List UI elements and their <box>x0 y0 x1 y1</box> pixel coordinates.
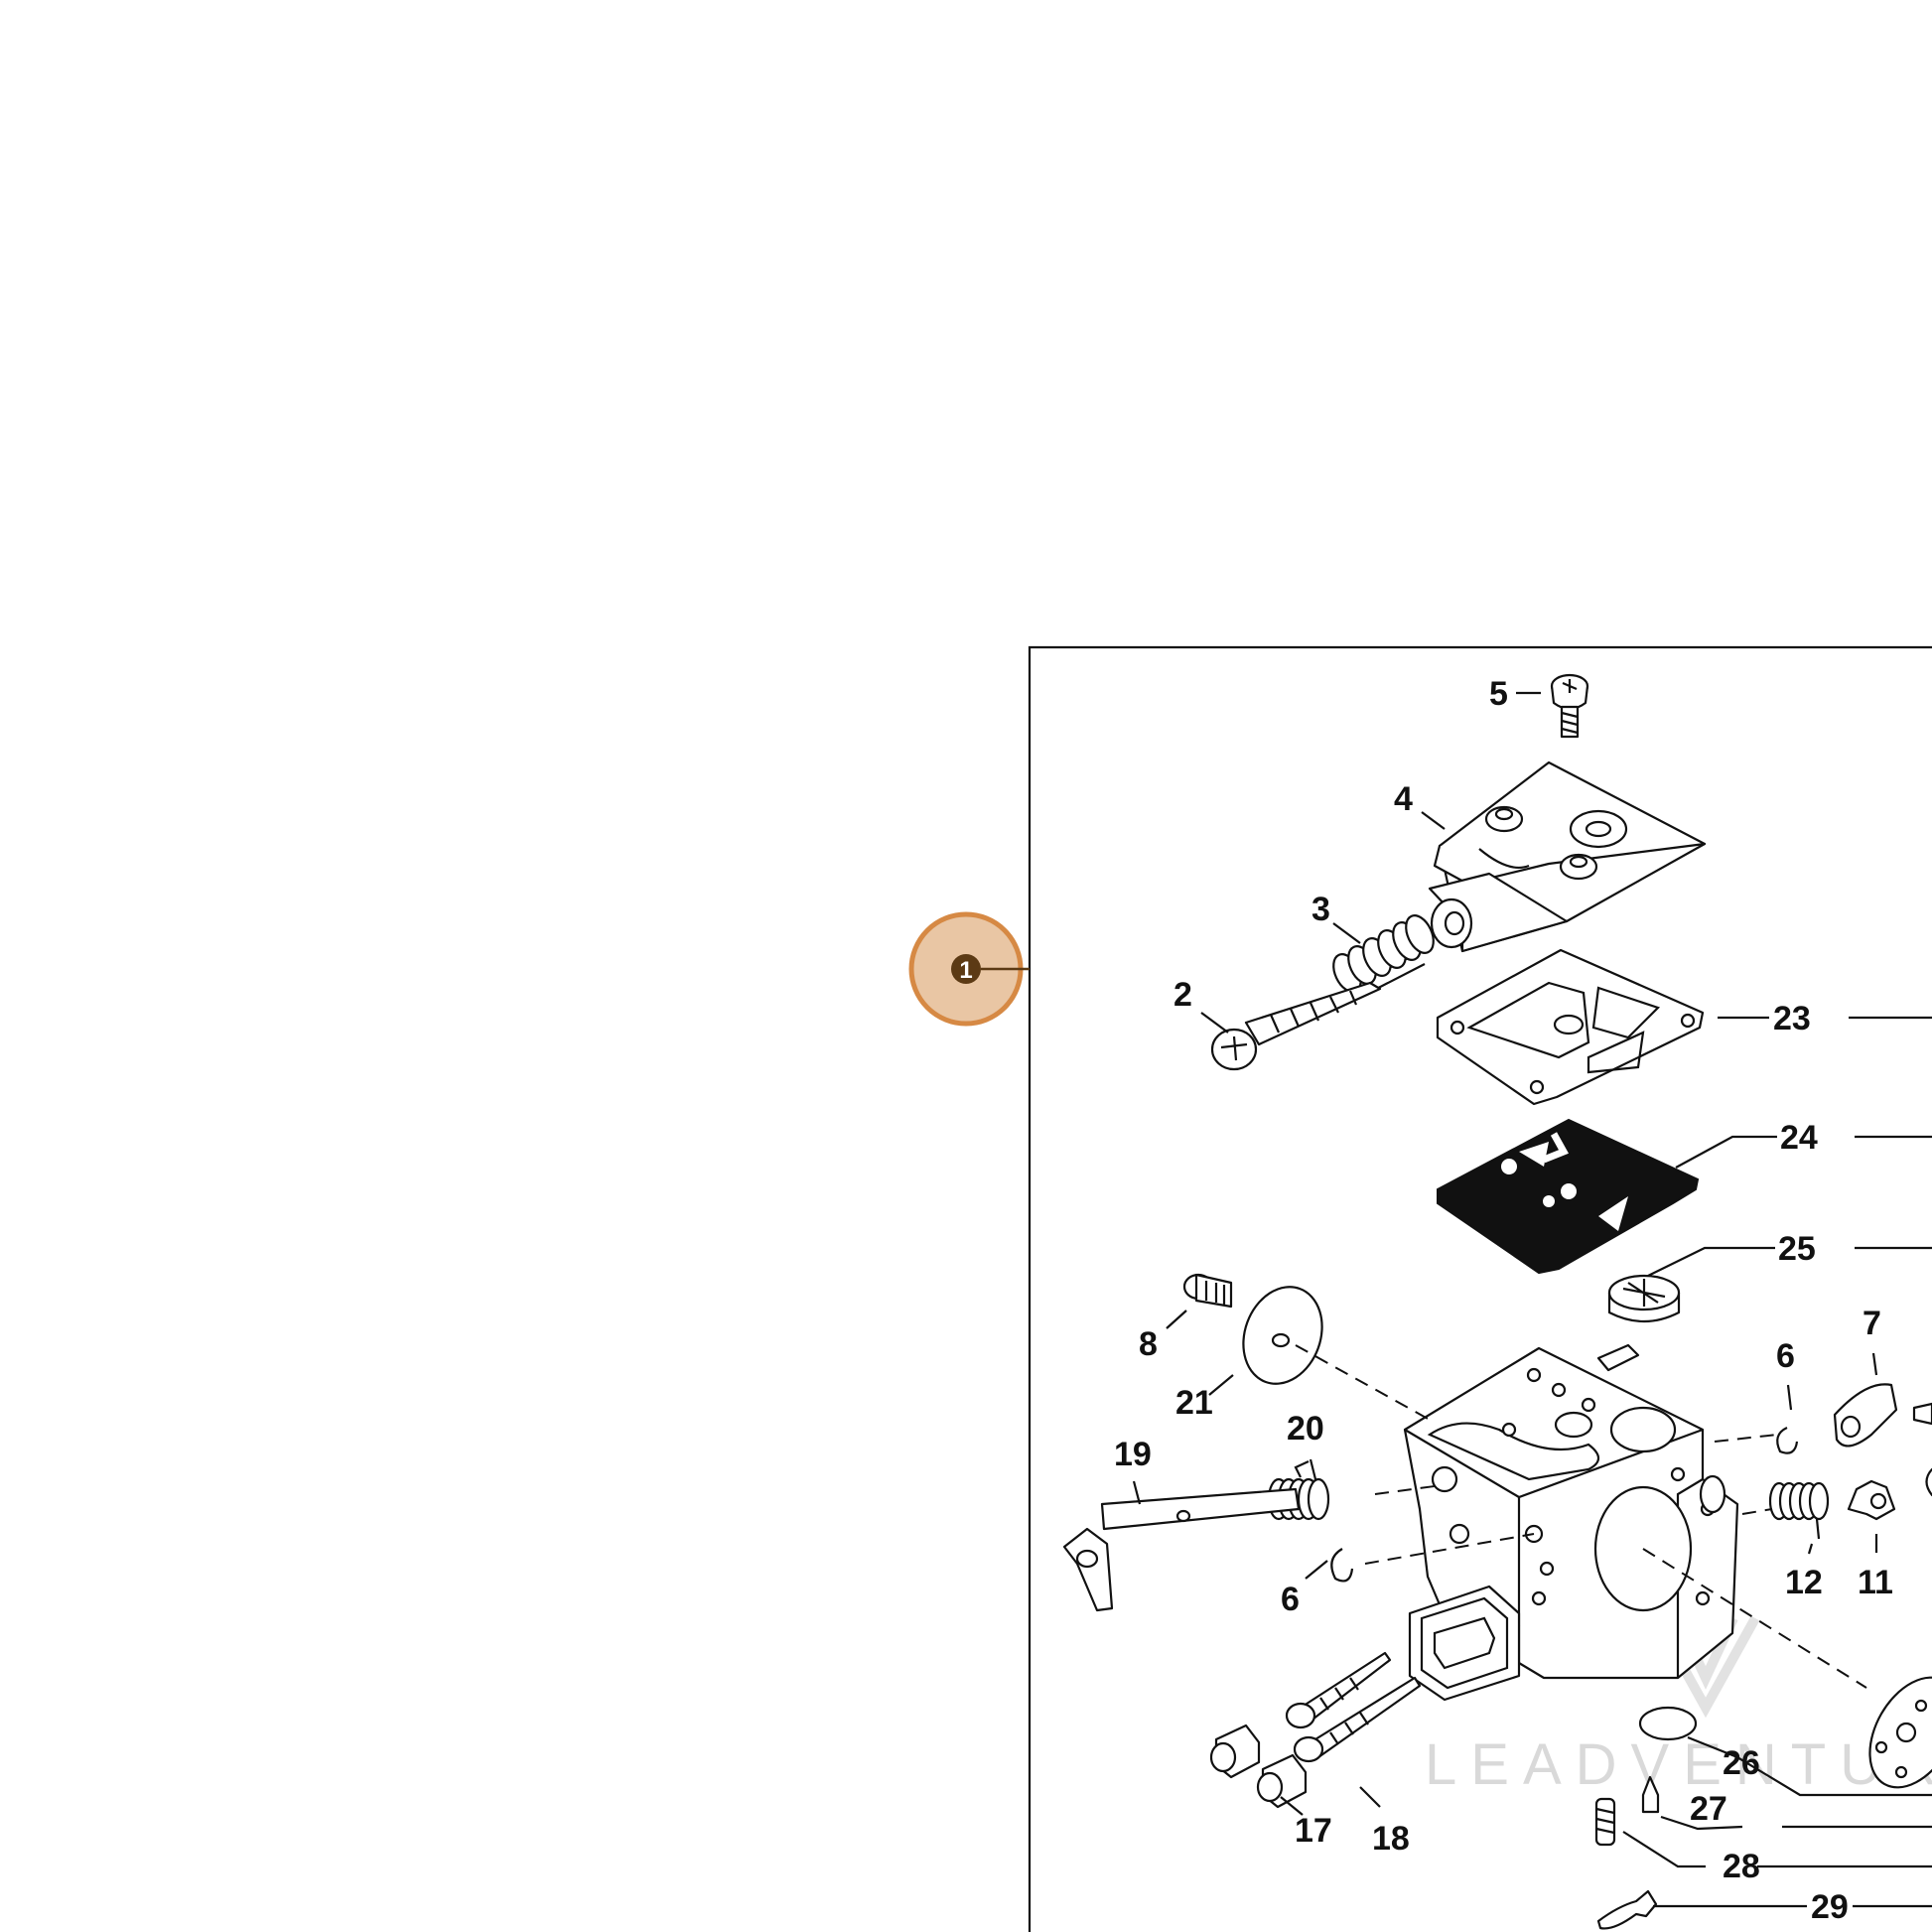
callout-6a: 6 <box>1281 1581 1300 1618</box>
item-1-highlight-badge[interactable]: 1 <box>908 911 1030 1027</box>
part-21-plate <box>1242 1286 1323 1385</box>
callout-20: 20 <box>1287 1410 1324 1448</box>
part-7-lever <box>1833 1383 1898 1448</box>
callout-24: 24 <box>1780 1119 1818 1157</box>
part-11-lever <box>1847 1479 1896 1521</box>
assembly-frame <box>1028 645 1932 1932</box>
part-25-screen <box>1607 1274 1681 1322</box>
callout-8: 8 <box>1139 1325 1158 1363</box>
callout-7: 7 <box>1863 1305 1881 1342</box>
callout-18: 18 <box>1372 1820 1410 1858</box>
callout-12: 12 <box>1785 1564 1823 1601</box>
callout-26: 26 <box>1723 1744 1760 1782</box>
part-28-spring <box>1594 1797 1616 1847</box>
edge-parts <box>1868 1402 1932 1789</box>
part-23-gasket <box>1436 948 1705 1106</box>
badge-number: 1 <box>959 957 972 984</box>
callout-3: 3 <box>1311 891 1330 928</box>
part-19-shaft <box>1062 1487 1301 1612</box>
callout-28: 28 <box>1723 1848 1760 1885</box>
callout-27: 27 <box>1690 1790 1727 1828</box>
callout-11: 11 <box>1858 1564 1893 1601</box>
callout-17: 17 <box>1295 1812 1332 1850</box>
part-17-limiter-caps <box>1209 1724 1308 1809</box>
part-12-spring <box>1768 1481 1830 1540</box>
part-2-screw <box>1210 981 1382 1071</box>
part-8-screw <box>1182 1273 1233 1309</box>
part-6-clip-left <box>1330 1548 1354 1583</box>
callout-25: 25 <box>1778 1230 1816 1268</box>
callout-4: 4 <box>1394 780 1413 818</box>
callout-5: 5 <box>1489 675 1508 713</box>
part-4-cover <box>1428 760 1707 953</box>
callout-6b: 6 <box>1776 1337 1795 1375</box>
assembly-dash-lines <box>1295 1344 1867 1689</box>
part-6-clip-right <box>1776 1427 1799 1454</box>
part-5-screw <box>1550 673 1589 739</box>
part-27-needle <box>1641 1775 1660 1814</box>
part-29-lever <box>1596 1889 1658 1930</box>
callout-23: 23 <box>1773 1000 1811 1037</box>
leader-lines <box>1132 691 1932 1908</box>
badge-dot <box>951 954 981 984</box>
part-26-disc <box>1638 1706 1698 1741</box>
part-24-diaphragm <box>1437 1118 1700 1275</box>
callout-2: 2 <box>1173 976 1192 1014</box>
watermark-text: LEADVENTUR <box>1425 1732 1932 1797</box>
part-3-spring <box>1332 914 1435 1000</box>
callout-19: 19 <box>1114 1436 1152 1473</box>
carburetor-body <box>1403 1343 1739 1702</box>
callout-29: 29 <box>1811 1888 1849 1926</box>
callout-labels: 5 4 3 2 23 24 25 8 21 20 19 6 7 6 12 11 … <box>1114 675 1893 1926</box>
callout-21: 21 <box>1175 1384 1213 1422</box>
part-18-needles <box>1285 1651 1422 1763</box>
watermark: LEADVENTUR <box>1425 1615 1932 1797</box>
